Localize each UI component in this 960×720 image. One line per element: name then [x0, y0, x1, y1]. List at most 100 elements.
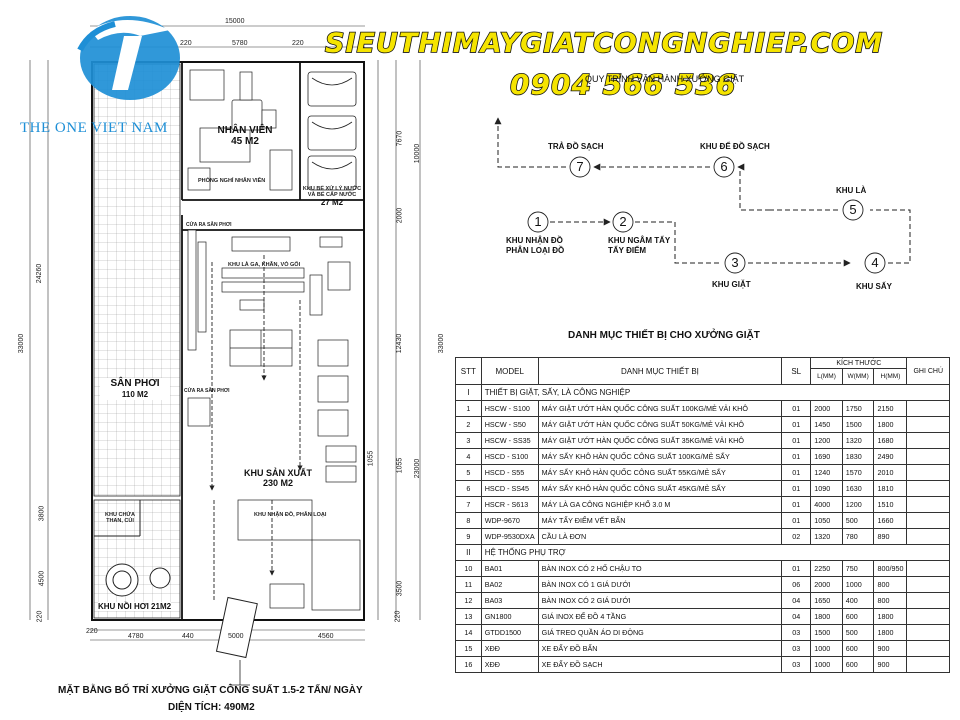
dim-bottom-5: 4560	[318, 633, 334, 640]
header-model: MODEL	[480, 357, 539, 385]
header-width: W(MM)	[841, 368, 875, 385]
header-name: DANH MỤC THIẾT BỊ	[537, 357, 783, 385]
header-length: L(MM)	[810, 368, 843, 385]
room-staff-rest: PHÒNG NGHỈ NHÂN VIÊN	[198, 178, 266, 184]
cell-note	[906, 480, 950, 497]
floor-plan	[29, 25, 421, 686]
logo-mark-icon	[77, 16, 180, 100]
cell-length: 1000	[810, 640, 843, 657]
step-1-label-line1: KHU NHẬN ĐỒ	[506, 236, 563, 245]
cell-note	[906, 624, 950, 641]
cell-qty: 01	[781, 464, 812, 481]
cell-width: 400	[841, 592, 875, 609]
cell-qty: 01	[781, 448, 812, 465]
cell-length: 2000	[810, 400, 843, 417]
cell-stt: 14	[455, 624, 482, 641]
cell-model: HSCW - S50	[480, 416, 539, 433]
process-flow-diagram	[494, 117, 911, 274]
cell-length: 1500	[810, 624, 843, 641]
cell-length: 4000	[810, 496, 843, 513]
step-5-number: 5	[849, 202, 857, 217]
dim-right-5: 23000	[414, 458, 422, 479]
cell-qty: 01	[781, 560, 812, 577]
cell-note	[906, 464, 950, 481]
dim-right-8: 1055	[396, 457, 404, 474]
room-staff-name: NHÂN VIÊN	[217, 125, 273, 136]
cell-qty: 01	[781, 480, 812, 497]
dim-right-2: 2000	[396, 207, 404, 224]
step-3-number: 3	[731, 255, 739, 270]
dim-left-3: 3800	[38, 505, 46, 522]
cell-length: 1240	[810, 464, 843, 481]
step-4-label: KHU SẤY	[856, 282, 893, 291]
cell-model: XĐĐ	[480, 640, 539, 657]
cell-note	[906, 560, 950, 577]
dim-right-9: 3500	[396, 580, 404, 597]
cell-stt: 13	[455, 608, 482, 625]
cell-height: 890	[873, 528, 908, 545]
section-title: HỆ THỐNG PHỤ TRỢ	[480, 544, 951, 561]
cell-width: 1000	[841, 576, 875, 593]
cell-qty: 01	[781, 416, 812, 433]
cell-qty: 06	[781, 576, 812, 593]
step-1-label: KHU NHẬN ĐỒ PHÂN LOẠI ĐỒ	[506, 236, 564, 256]
cell-height: 1680	[873, 432, 908, 449]
door-yard-label: CỬA RA SÂN PHƠI	[184, 388, 230, 394]
dim-left-5: 220	[36, 610, 44, 623]
cell-model: GN1800	[480, 608, 539, 625]
cell-note	[906, 432, 950, 449]
dim-right-3: 12430	[396, 333, 404, 354]
cell-stt: 8	[455, 512, 482, 529]
cell-width: 780	[841, 528, 875, 545]
room-receiving-label: KHU NHẬN ĐỒ, PHÂN LOẠI	[254, 512, 327, 518]
door-entry-label: CỬA RA SÂN PHƠI	[186, 222, 232, 228]
cell-note	[906, 496, 950, 513]
cell-stt: 11	[455, 576, 482, 593]
cell-note	[906, 656, 950, 673]
cell-qty: 04	[781, 592, 812, 609]
cell-name: MÁY SẤY KHÔ HÀN QUỐC CÔNG SUẤT 45KG/MẺ S…	[537, 480, 783, 497]
dim-top-total: 15000	[225, 18, 245, 25]
plan-title: MẶT BẰNG BỐ TRÍ XƯỞNG GIẶT CÔNG SUẤT 1.5…	[58, 685, 363, 696]
cell-width: 500	[841, 512, 875, 529]
cell-qty: 01	[781, 400, 812, 417]
equipment-title: DANH MỤC THIẾT BỊ CHO XƯỞNG GIẶT	[568, 330, 760, 341]
cell-model: BA01	[480, 560, 539, 577]
cell-qty: 03	[781, 640, 812, 657]
header-height: H(MM)	[873, 368, 908, 385]
cell-model: HSCD - SS45	[480, 480, 539, 497]
cell-name: XE ĐẨY ĐỒ SẠCH	[537, 656, 783, 673]
header-qty: SL	[781, 357, 812, 385]
brand-phone: 0904 566 536	[509, 67, 737, 102]
step-3-circle	[724, 252, 746, 274]
room-yard-area: 110 M2	[121, 390, 149, 399]
cell-note	[906, 608, 950, 625]
dim-left-4: 4500	[38, 570, 46, 587]
room-production-label: KHU SẢN XUẤT 230 M2	[238, 468, 318, 488]
dim-right-7: 33000	[438, 333, 446, 354]
room-water-name: KHU BỂ XỬ LÝ NƯỚC VÀ BỂ CẤP NƯỚC	[302, 186, 362, 198]
cell-note	[906, 416, 950, 433]
dim-left-1: 24260	[36, 263, 44, 284]
room-water-label: KHU BỂ XỬ LÝ NƯỚC VÀ BỂ CẤP NƯỚC 27 M2	[302, 186, 362, 207]
cell-height: 2490	[873, 448, 908, 465]
cell-note	[906, 512, 950, 529]
step-6-circle	[713, 156, 735, 178]
cell-height: 1810	[873, 480, 908, 497]
cell-width: 500	[841, 624, 875, 641]
cell-length: 1800	[810, 608, 843, 625]
equipment-table: STT MODEL DANH MỤC THIẾT BỊ SL KÍCH THƯỚ…	[455, 357, 951, 673]
cell-name: GIÁ TREO QUẦN ÁO DI ĐỘNG	[537, 624, 783, 641]
cell-name: BÀN INOX CÓ 2 HỐ CHẬU TO	[537, 560, 783, 577]
cell-name: MÁY GIẶT ƯỚT HÀN QUỐC CÔNG SUẤT 50KG/MẺ …	[537, 416, 783, 433]
